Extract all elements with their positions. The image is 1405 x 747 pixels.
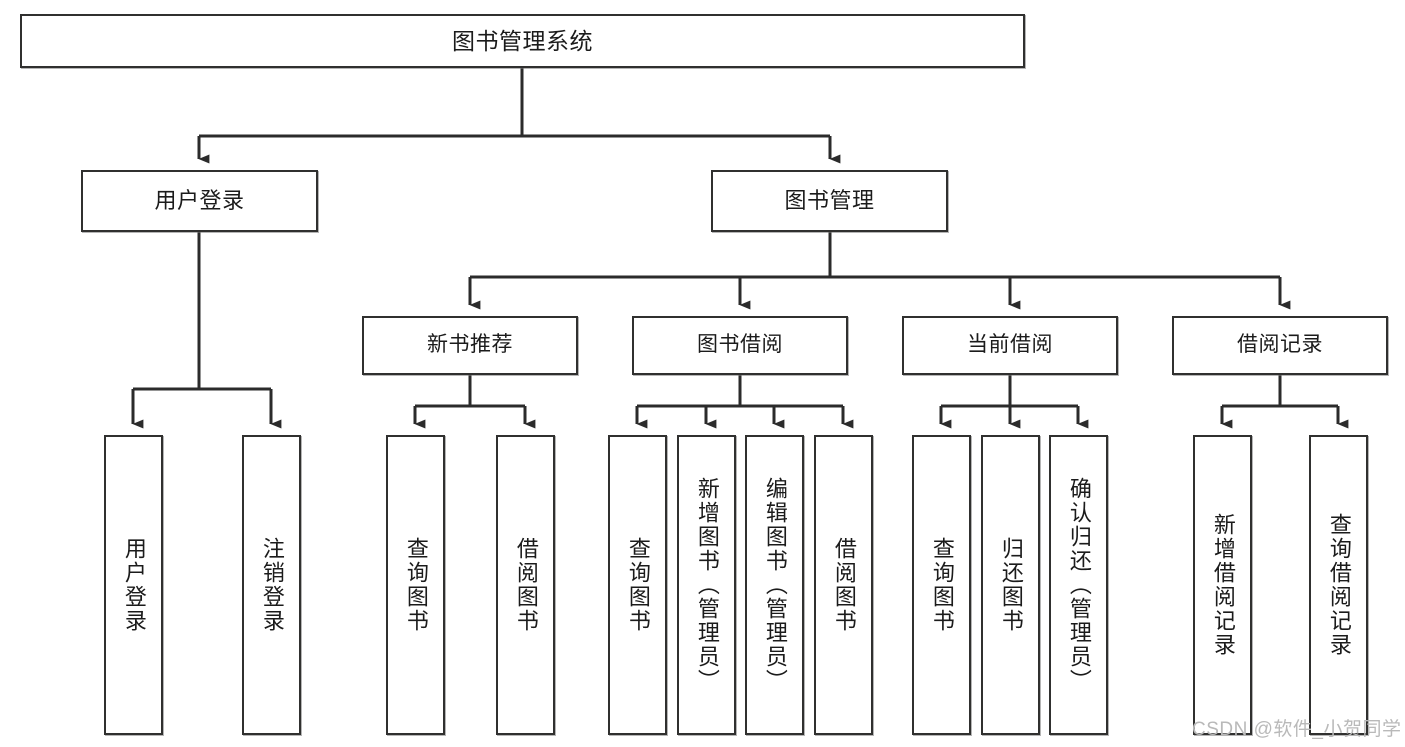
node-leaf-borrow-book-2-label: 借阅图书: [831, 537, 857, 633]
node-leaf-query-borrow-record[interactable]: 查询借阅记录: [1309, 435, 1368, 735]
node-book-management[interactable]: 图书管理: [711, 170, 948, 232]
node-leaf-borrow-book-2[interactable]: 借阅图书: [814, 435, 873, 735]
node-new-book-recommend-label: 新书推荐: [427, 333, 513, 357]
node-leaf-user-login[interactable]: 用户登录: [104, 435, 163, 735]
node-book-management-label: 图书管理: [784, 188, 875, 214]
node-leaf-query-book-3-label: 查询图书: [929, 537, 955, 633]
node-leaf-confirm-return[interactable]: 确认归还（管理员）: [1049, 435, 1108, 735]
node-leaf-add-borrow-record-label: 新增借阅记录: [1210, 513, 1236, 657]
node-leaf-borrow-book-1[interactable]: 借阅图书: [496, 435, 555, 735]
node-leaf-query-book-1-label: 查询图书: [403, 537, 429, 633]
node-leaf-edit-book-label: 编辑图书（管理员）: [762, 477, 788, 693]
node-user-login-label: 用户登录: [154, 188, 245, 214]
node-leaf-logout-login[interactable]: 注销登录: [242, 435, 301, 735]
node-leaf-return-book[interactable]: 归还图书: [981, 435, 1040, 735]
node-leaf-add-book-label: 新增图书（管理员）: [694, 477, 720, 693]
node-leaf-query-book-1[interactable]: 查询图书: [386, 435, 445, 735]
node-leaf-add-borrow-record[interactable]: 新增借阅记录: [1193, 435, 1252, 735]
node-leaf-logout-login-label: 注销登录: [259, 537, 285, 633]
node-leaf-query-book-2[interactable]: 查询图书: [608, 435, 667, 735]
node-leaf-edit-book[interactable]: 编辑图书（管理员）: [745, 435, 804, 735]
node-root-label: 图书管理系统: [452, 27, 593, 54]
watermark-csdn: CSDN @软件_小贺同学: [1192, 719, 1402, 740]
node-book-borrow-label: 图书借阅: [697, 333, 783, 357]
node-leaf-query-borrow-record-label: 查询借阅记录: [1326, 513, 1352, 657]
node-leaf-borrow-book-1-label: 借阅图书: [513, 537, 539, 633]
node-leaf-query-book-2-label: 查询图书: [625, 537, 651, 633]
node-leaf-user-login-label: 用户登录: [121, 537, 147, 633]
node-leaf-confirm-return-label: 确认归还（管理员）: [1066, 477, 1092, 693]
node-current-borrow-label: 当前借阅: [967, 333, 1053, 357]
node-borrow-record[interactable]: 借阅记录: [1172, 316, 1388, 375]
node-current-borrow[interactable]: 当前借阅: [902, 316, 1118, 375]
node-root[interactable]: 图书管理系统: [20, 14, 1025, 68]
node-leaf-add-book[interactable]: 新增图书（管理员）: [677, 435, 736, 735]
node-leaf-query-book-3[interactable]: 查询图书: [912, 435, 971, 735]
node-user-login[interactable]: 用户登录: [81, 170, 318, 232]
node-borrow-record-label: 借阅记录: [1237, 333, 1323, 357]
node-new-book-recommend[interactable]: 新书推荐: [362, 316, 578, 375]
node-leaf-return-book-label: 归还图书: [998, 537, 1024, 633]
node-book-borrow[interactable]: 图书借阅: [632, 316, 848, 375]
